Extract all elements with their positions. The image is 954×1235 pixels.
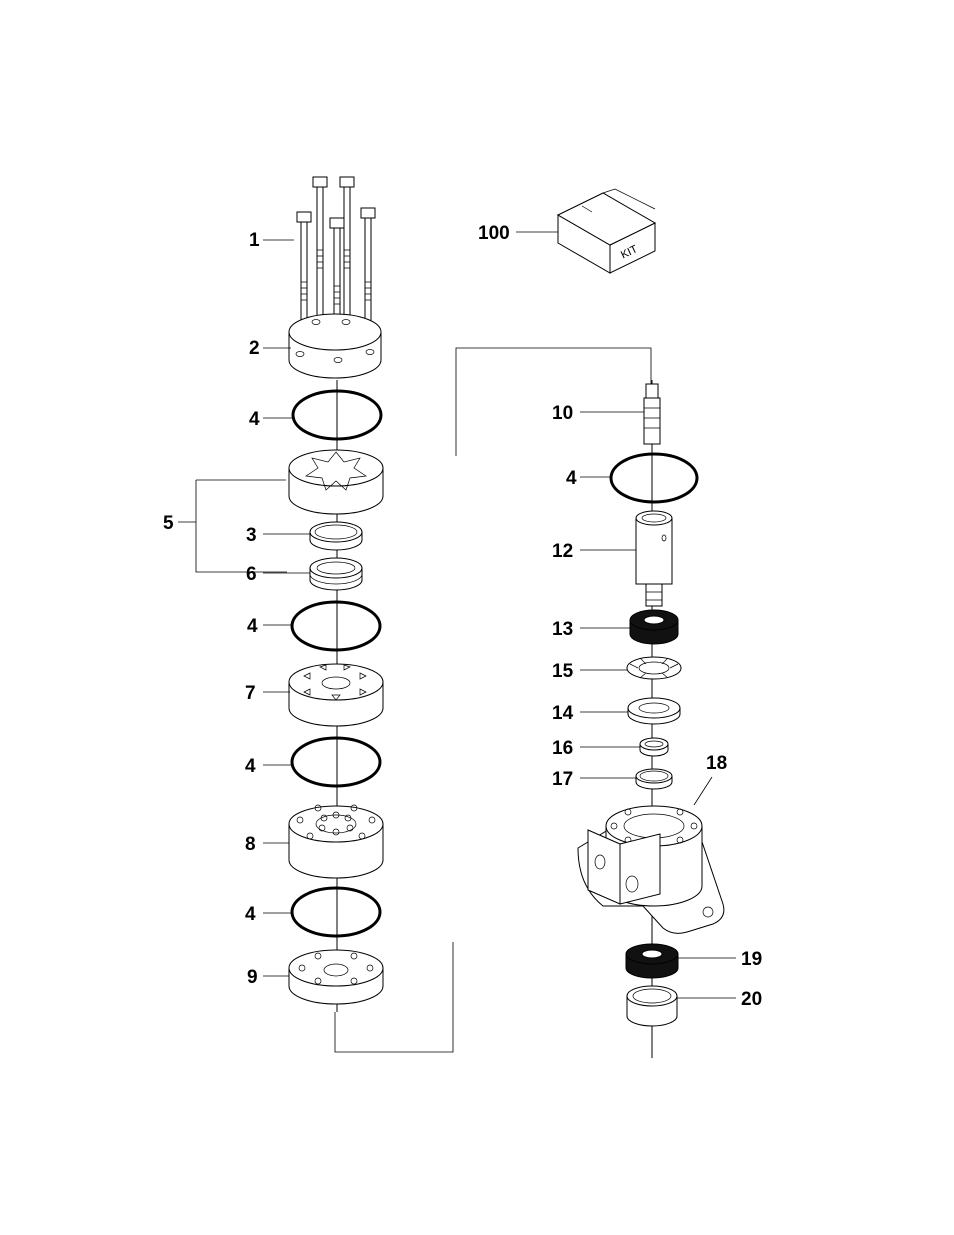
o-ring-d[interactable] bbox=[290, 886, 382, 938]
callout-4e: 4 bbox=[566, 468, 577, 489]
o-ring-b[interactable] bbox=[290, 600, 382, 652]
kit-box[interactable]: KIT bbox=[556, 188, 657, 274]
o-ring-e[interactable] bbox=[609, 452, 699, 504]
drive-shaft[interactable] bbox=[643, 383, 661, 445]
callout-14: 14 bbox=[552, 703, 574, 724]
callout-17: 17 bbox=[552, 769, 573, 790]
callout-1: 1 bbox=[249, 230, 260, 251]
valve-housing[interactable] bbox=[288, 804, 384, 879]
connector-line-top bbox=[455, 347, 652, 456]
o-ring-c[interactable] bbox=[290, 736, 382, 788]
callout-4a: 4 bbox=[249, 409, 260, 430]
callout-15: 15 bbox=[552, 661, 574, 682]
gerotor-set[interactable] bbox=[288, 449, 384, 515]
callout-12: 12 bbox=[552, 541, 573, 562]
housing[interactable] bbox=[577, 805, 725, 934]
callout-5: 5 bbox=[163, 513, 174, 534]
bolt-4 bbox=[329, 217, 345, 357]
callout-20: 20 bbox=[741, 989, 762, 1010]
valve-plate[interactable] bbox=[288, 663, 384, 727]
bolt-2 bbox=[339, 176, 355, 318]
callout-4c: 4 bbox=[245, 756, 256, 777]
callout-13: 13 bbox=[552, 619, 573, 640]
callout-3: 3 bbox=[246, 525, 257, 546]
washer[interactable] bbox=[627, 697, 681, 725]
callout-4b: 4 bbox=[247, 616, 258, 637]
bushing[interactable] bbox=[626, 985, 678, 1027]
callout-7: 7 bbox=[245, 683, 256, 704]
bolt-1 bbox=[312, 176, 328, 318]
callout-8: 8 bbox=[245, 834, 256, 855]
rotor-seal[interactable] bbox=[309, 557, 363, 591]
connector-line-bottom bbox=[334, 942, 454, 1053]
seal-ring[interactable] bbox=[309, 521, 363, 551]
callout-19: 19 bbox=[741, 949, 762, 970]
seal-16[interactable] bbox=[639, 737, 669, 757]
bearing-upper[interactable] bbox=[629, 609, 679, 645]
callout-2: 2 bbox=[249, 338, 260, 359]
output-shaft[interactable] bbox=[635, 510, 673, 607]
end-cap[interactable] bbox=[288, 313, 382, 379]
callout-16: 16 bbox=[552, 738, 573, 759]
callout-6: 6 bbox=[246, 564, 257, 585]
callout-4d: 4 bbox=[245, 904, 256, 925]
callout-10: 10 bbox=[552, 403, 573, 424]
callout-18: 18 bbox=[706, 753, 727, 774]
bearing-lower[interactable] bbox=[625, 943, 679, 979]
thrust-washer[interactable] bbox=[626, 656, 682, 680]
callout-9: 9 bbox=[247, 967, 258, 988]
seal-17[interactable] bbox=[635, 768, 673, 790]
o-ring-a[interactable] bbox=[291, 389, 383, 441]
callout-100: 100 bbox=[478, 223, 510, 244]
end-plate[interactable] bbox=[288, 949, 384, 1005]
